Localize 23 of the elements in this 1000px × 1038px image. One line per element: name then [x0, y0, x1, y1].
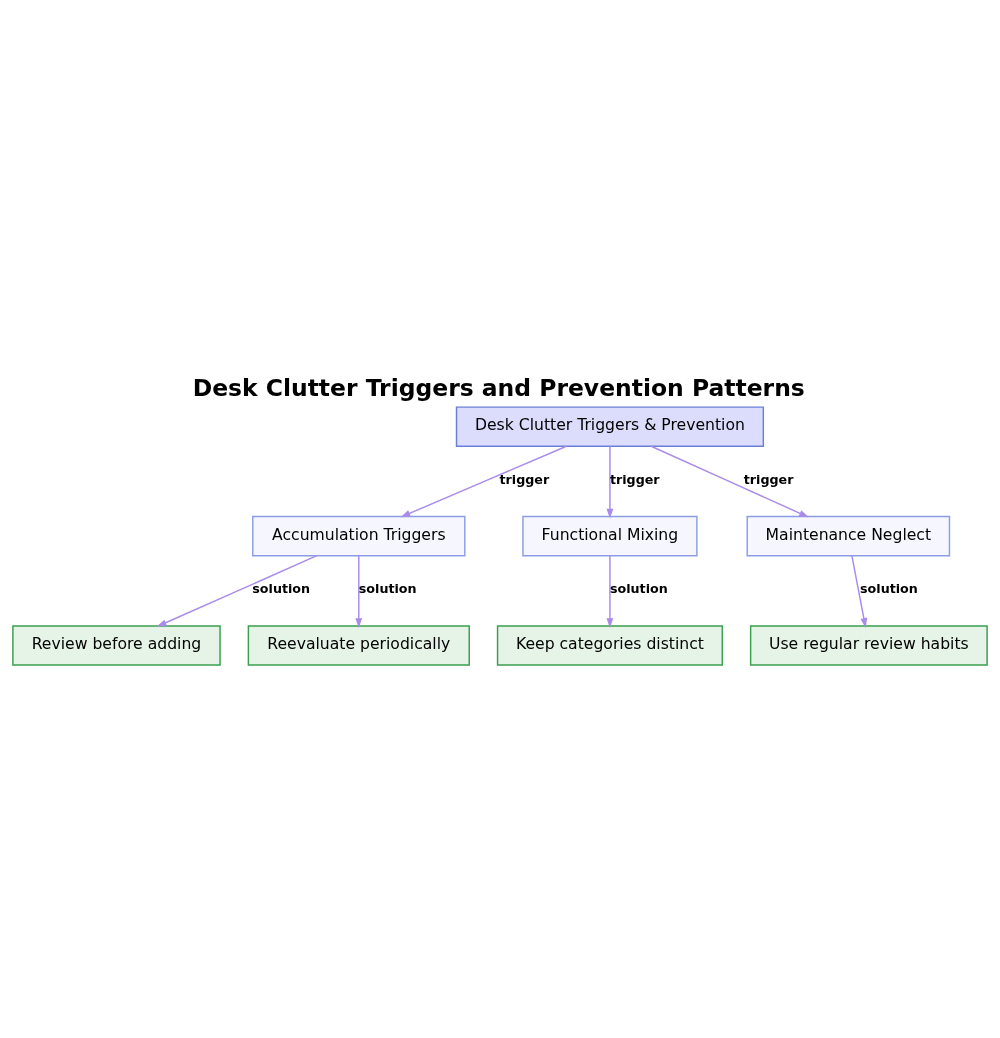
arrow	[606, 554, 614, 628]
edge-label: solution	[860, 580, 918, 596]
node-box: Use regular review habits	[749, 624, 988, 666]
node-box: Reevaluate periodically	[247, 624, 470, 666]
node-box: Accumulation Triggers	[252, 515, 466, 556]
node-box: Desk Clutter Triggers & Prevention	[455, 405, 765, 447]
arrow	[156, 554, 318, 627]
diagram-title: Desk Clutter Triggers and Prevention Patterns	[192, 373, 805, 402]
arrow	[355, 554, 363, 628]
edge-label: trigger	[499, 471, 550, 487]
node-box: Keep categories distinct	[496, 624, 724, 666]
arrow	[606, 445, 614, 518]
arrow	[851, 554, 868, 628]
arrow	[650, 445, 809, 517]
node-box: Maintenance Neglect	[746, 515, 951, 556]
edge-label: solution	[609, 580, 668, 596]
edge-label: solution	[252, 580, 311, 596]
edge-label: trigger	[743, 471, 794, 487]
node-box: Functional Mixing	[522, 515, 698, 556]
node-box: Review before adding	[12, 624, 221, 666]
edge-label: trigger	[609, 471, 660, 487]
arrow	[400, 445, 568, 517]
edge-label: solution	[358, 580, 417, 596]
